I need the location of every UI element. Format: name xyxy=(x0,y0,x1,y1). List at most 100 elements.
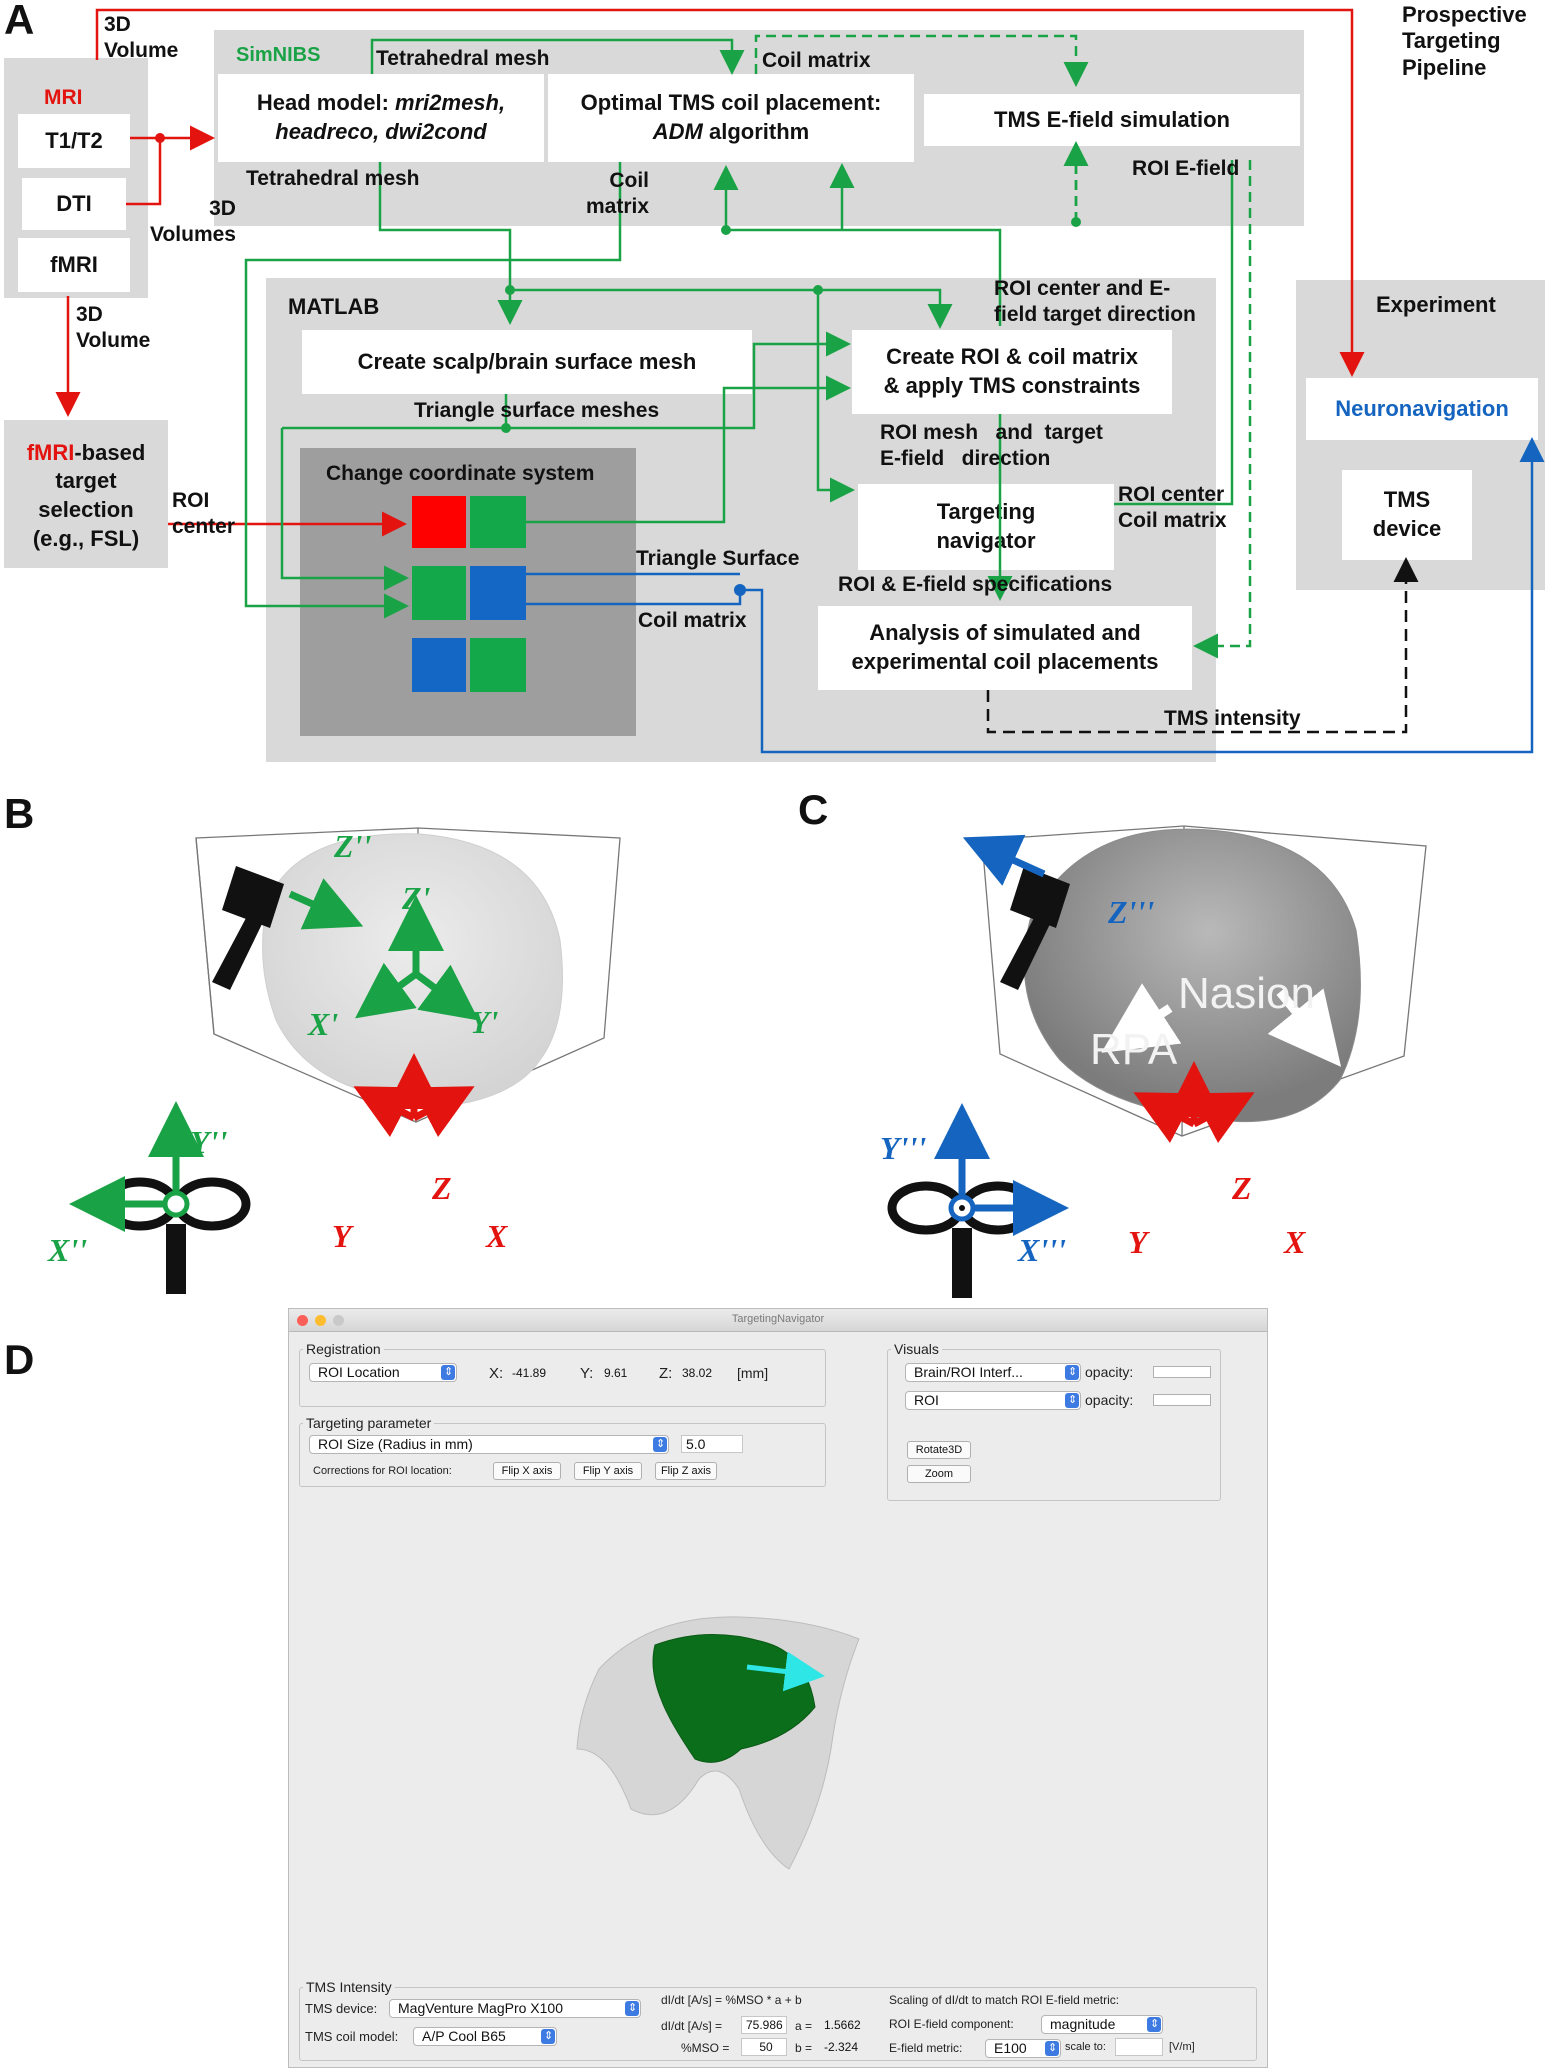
label-coil-matrix-top: Coil matrix xyxy=(762,49,871,72)
mri-fmri-box: fMRI xyxy=(18,238,130,292)
panel-b-figure8-coil xyxy=(69,1101,251,1294)
visuals-select-2[interactable]: ROI xyxy=(905,1391,1081,1410)
coord-system-box xyxy=(300,448,636,736)
didt-label: dI/dt [A/s] = xyxy=(661,2019,723,2033)
label-y-prime: Y' xyxy=(470,1004,499,1040)
z-field[interactable]: 38.02 xyxy=(682,1366,713,1380)
panel-c-figure8-coil xyxy=(887,1103,1069,1298)
label-c-y: Y xyxy=(1128,1224,1148,1260)
label-x-prime: X' xyxy=(308,1006,339,1042)
mri-t1t2-box: T1/T2 xyxy=(18,114,130,168)
minimize-window-button[interactable] xyxy=(315,1315,326,1326)
x-field[interactable]: -41.89 xyxy=(512,1366,547,1380)
panel-label-d: D xyxy=(4,1336,35,1383)
head-model-box: Head model: mri2mesh, headreco, dwi2cond xyxy=(218,74,544,162)
intensity-group xyxy=(299,1987,1257,2061)
label-x-double-prime: X'' xyxy=(48,1232,88,1268)
label-z-double-prime: Z'' xyxy=(334,828,372,864)
opacity-slider-2[interactable] xyxy=(1153,1394,1211,1406)
fmri-target-pre: fMRI xyxy=(26,439,75,465)
tms-coil-label: TMS coil model: xyxy=(305,2029,399,2044)
chevron-updown-icon xyxy=(625,2000,639,2017)
visuals-group xyxy=(887,1349,1221,1501)
visuals-select-1[interactable]: Brain/ROI Interf... xyxy=(905,1363,1081,1382)
scalp-mesh-box: Create scalp/brain surface mesh xyxy=(302,330,752,394)
coil-placement-box: Optimal TMS coil placement: ADM algorith… xyxy=(548,74,914,162)
flip-z-button[interactable]: Flip Z axis xyxy=(655,1462,717,1480)
registration-select[interactable]: ROI Location xyxy=(309,1363,457,1382)
panel-b-coil xyxy=(212,866,284,990)
pipeline-title: Prospective Targeting Pipeline xyxy=(1402,2,1527,80)
simnibs-title: SimNIBS xyxy=(236,44,321,66)
roi-coil-box: Create ROI & coil matrix & apply TMS con… xyxy=(852,330,1172,414)
coil-placement-text-1: Optimal TMS coil placement: xyxy=(580,90,882,116)
roi-size-field[interactable]: 5.0 xyxy=(681,1435,743,1453)
label-roi-center-dir: ROI center and E- field target direction xyxy=(994,277,1196,327)
a-field[interactable]: 1.5662 xyxy=(824,2018,861,2032)
coord-square-green-2 xyxy=(412,566,466,620)
label-roi-efield: ROI E-field xyxy=(1132,157,1240,180)
label-3d-volume-1: 3D Volume xyxy=(104,13,179,63)
scale-to-field[interactable] xyxy=(1115,2038,1163,2056)
label-tms-intensity: TMS intensity xyxy=(1164,707,1301,730)
b-field[interactable]: -2.324 xyxy=(824,2040,859,2054)
maximize-window-button[interactable] xyxy=(333,1315,344,1326)
label-b-z: Z xyxy=(432,1170,452,1206)
close-window-button[interactable] xyxy=(297,1315,308,1326)
label-rpa: RPA xyxy=(1090,1025,1178,1074)
matlab-title: MATLAB xyxy=(288,294,380,319)
label-3d-volumes: 3D Volumes xyxy=(150,197,236,247)
y-label: Y: xyxy=(580,1365,594,1382)
rotate3d-button[interactable]: Rotate3D xyxy=(907,1441,971,1459)
coord-system-title: Change coordinate system xyxy=(326,462,595,485)
targeting-select[interactable]: ROI Size (Radius in mm) xyxy=(309,1435,669,1454)
label-b-y: Y xyxy=(332,1218,352,1254)
targeting-group xyxy=(299,1423,826,1487)
efield-metric-value: E100 xyxy=(994,2040,1027,2056)
label-c-z: Z xyxy=(1232,1170,1252,1206)
efield-direction-arrow xyxy=(746,1651,825,1692)
label-z-prime: Z' xyxy=(402,880,431,916)
mso-label: %MSO = xyxy=(681,2041,730,2055)
label-roi-center-left: ROI center xyxy=(172,489,236,539)
opacity-slider-1[interactable] xyxy=(1153,1366,1211,1378)
chevron-updown-icon xyxy=(1045,2040,1059,2057)
b-label: b = xyxy=(795,2041,813,2055)
roi-efield-component-value: magnitude xyxy=(1050,2016,1116,2032)
neuronavigation-box: Neuronavigation xyxy=(1306,378,1538,440)
roi-efield-component-select[interactable]: magnitude xyxy=(1041,2015,1163,2034)
coord-square-green-1 xyxy=(470,496,526,548)
label-coil-matrix-low: Coil matrix xyxy=(638,609,747,632)
roi-3d-view[interactable] xyxy=(569,1609,929,1909)
label-y-triple-prime: Y''' xyxy=(880,1130,927,1166)
label-coil-matrix-mid: Coil matrix xyxy=(586,169,650,219)
tms-device-select[interactable]: MagVenture MagPro X100 xyxy=(389,1999,641,2018)
head-model-text-2: headreco, dwi2cond xyxy=(275,119,487,144)
label-x-triple-prime: X''' xyxy=(1018,1232,1067,1268)
panel-label-a: A xyxy=(4,0,35,43)
coord-square-red xyxy=(412,496,466,548)
chevron-updown-icon xyxy=(653,1436,667,1453)
label-y-double-prime: Y'' xyxy=(190,1124,228,1160)
tms-device-label: TMS device: xyxy=(305,2001,378,2016)
efield-metric-select[interactable]: E100 xyxy=(985,2039,1061,2058)
visuals-select-1-value: Brain/ROI Interf... xyxy=(914,1364,1023,1380)
targeting-title: Targeting parameter xyxy=(303,1415,435,1431)
zoom-button[interactable]: Zoom xyxy=(907,1465,971,1483)
mso-field[interactable]: 50 xyxy=(741,2038,787,2056)
coil-placement-adm: ADM xyxy=(652,119,703,144)
flip-y-button[interactable]: Flip Y axis xyxy=(574,1462,642,1480)
pipeline-arrows xyxy=(55,8,1545,754)
visuals-title: Visuals xyxy=(891,1341,942,1357)
label-3d-volume-2: 3D Volume xyxy=(76,303,151,353)
tms-coil-select[interactable]: A/P Cool B65 xyxy=(413,2027,557,2046)
label-nasion: Nasion xyxy=(1178,969,1315,1018)
z-label: Z: xyxy=(659,1365,673,1382)
a-label: a = xyxy=(795,2019,813,2033)
flip-x-button[interactable]: Flip X axis xyxy=(493,1462,561,1480)
y-field[interactable]: 9.61 xyxy=(604,1366,628,1380)
head-model-text-1: Head model: xyxy=(256,90,396,116)
didt-field[interactable]: 75.986 xyxy=(741,2016,787,2034)
scaling-label: Scaling of dI/dt to match ROI E-field me… xyxy=(889,1993,1120,2007)
label-c-x: X xyxy=(1284,1224,1306,1260)
